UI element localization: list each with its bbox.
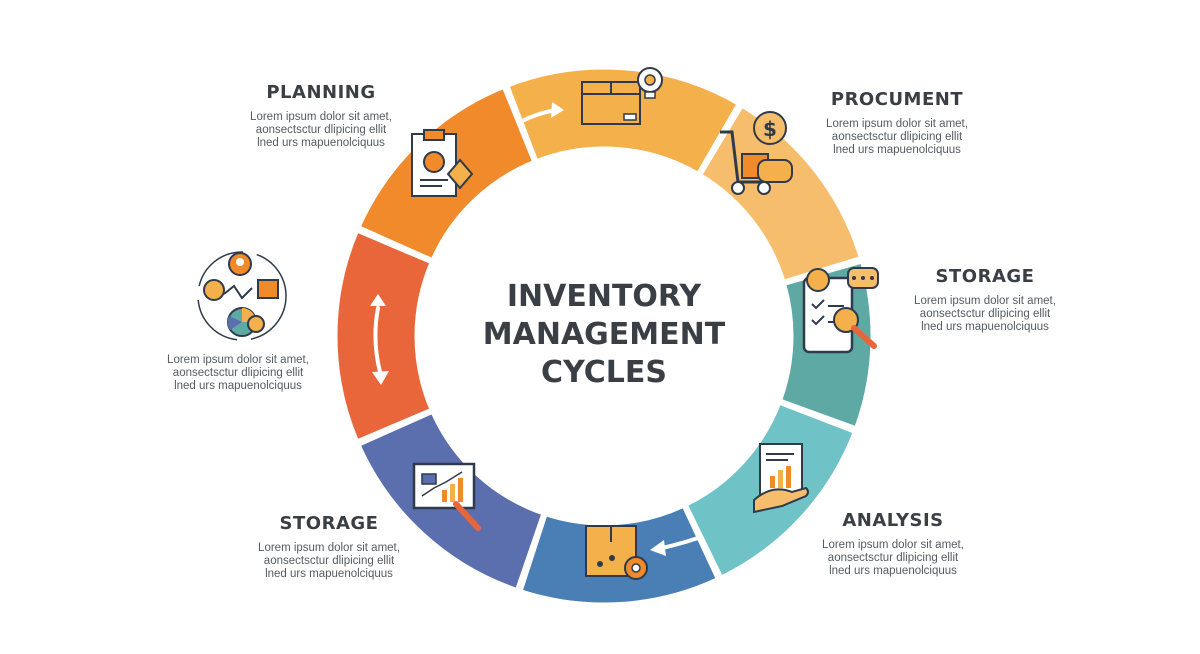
stage-storage-left-text-3: lned urs mapuenolciquus xyxy=(265,568,393,580)
phone-checklist-icon xyxy=(802,267,879,354)
stage-analysis-text-1: Lorem ipsum dolor sit amet, xyxy=(822,539,964,551)
flow-arrow-left xyxy=(370,294,389,385)
stage-storage-right-text-3: lned urs mapuenolciquus xyxy=(921,321,1049,333)
ring-segment-left xyxy=(334,229,433,443)
stage-storage-left-title: STORAGE xyxy=(279,513,379,534)
stage-storage-right-title: STORAGE xyxy=(935,266,1035,287)
stage-left-text-2: aonsectsctur dlipicing ellit xyxy=(172,367,304,379)
title-line-2: MANAGEMENT xyxy=(483,317,726,352)
ideas-network-icon xyxy=(197,251,287,341)
box-gear-icon xyxy=(585,525,648,580)
stage-left-text-3: lned urs mapuenolciquus xyxy=(174,380,302,392)
presentation-chart-icon xyxy=(412,462,481,531)
stage-left-side: Lorem ipsum dolor sit amet, aonsectsctur… xyxy=(128,354,348,393)
title-line-1: INVENTORY xyxy=(507,279,703,314)
stage-planning: PLANNING Lorem ipsum dolor sit amet, aon… xyxy=(216,82,426,150)
stage-storage-right-text-2: aonsectsctur dlipicing ellit xyxy=(919,308,1051,320)
stage-left-text-1: Lorem ipsum dolor sit amet, xyxy=(167,354,309,366)
stage-analysis-title: ANALYSIS xyxy=(842,510,944,531)
svg-text:$: $ xyxy=(763,117,777,141)
stage-storage-left-text-1: Lorem ipsum dolor sit amet, xyxy=(258,542,400,554)
clipboard-icon xyxy=(411,129,474,197)
stage-procurement-text-1: Lorem ipsum dolor sit amet, xyxy=(826,118,968,130)
ring-segment-procurement xyxy=(698,104,863,283)
stage-analysis: ANALYSIS Lorem ipsum dolor sit amet, aon… xyxy=(788,510,998,578)
stage-procurement-text-2: aonsectsctur dlipicing ellit xyxy=(831,131,963,143)
stage-planning-text-2: aonsectsctur dlipicing ellit xyxy=(255,124,387,136)
stage-procurement-title: PROCUMENT xyxy=(830,89,964,110)
ring-segments xyxy=(334,66,874,606)
stage-procurement: PROCUMENT Lorem ipsum dolor sit amet, ao… xyxy=(792,89,1002,157)
flow-arrow-top xyxy=(518,102,564,124)
stage-planning-text-3: lned urs mapuenolciquus xyxy=(257,137,385,149)
stage-procurement-text-3: lned urs mapuenolciquus xyxy=(833,144,961,156)
cart-dollar-icon: $ xyxy=(720,111,793,195)
box-lightbulb-icon xyxy=(581,67,663,125)
stage-planning-text-1: Lorem ipsum dolor sit amet, xyxy=(250,111,392,123)
stage-storage-left-text-2: aonsectsctur dlipicing ellit xyxy=(263,555,395,567)
hand-report-icon xyxy=(753,443,809,514)
title-line-3: CYCLES xyxy=(541,355,667,390)
flow-arrow-bottom xyxy=(650,536,700,556)
stage-analysis-text-2: aonsectsctur dlipicing ellit xyxy=(827,552,959,564)
stage-planning-title: PLANNING xyxy=(266,82,376,103)
stage-storage-left: STORAGE Lorem ipsum dolor sit amet, aons… xyxy=(224,513,434,581)
stage-analysis-text-3: lned urs mapuenolciquus xyxy=(829,565,957,577)
stage-storage-right: STORAGE Lorem ipsum dolor sit amet, aons… xyxy=(880,266,1090,334)
stage-storage-right-text-1: Lorem ipsum dolor sit amet, xyxy=(914,295,1056,307)
